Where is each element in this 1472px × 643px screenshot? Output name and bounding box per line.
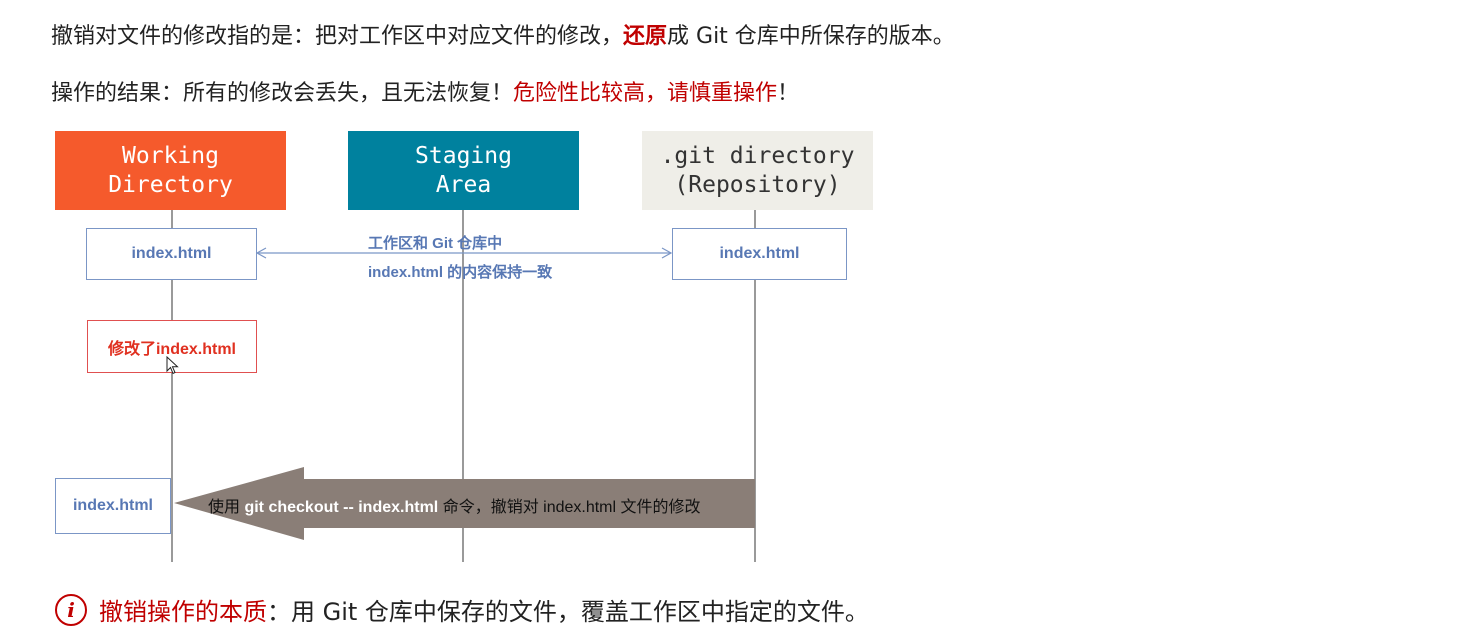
staging-area-label: Staging Area xyxy=(415,142,512,198)
repository-label: .git directory (Repository) xyxy=(660,142,855,198)
restored-file-label: index.html xyxy=(72,497,153,514)
modified-file-label: 修改了index.html xyxy=(107,340,236,358)
danger-warning: 危险性比较高，请慎重操作 xyxy=(513,81,778,106)
checkout-command: git checkout -- index.html xyxy=(244,499,439,516)
intro-line-1-prefix: 撤销对文件的修改指的是：把对工作区中对应文件的修改， xyxy=(51,24,624,49)
intro-line-2: 操作的结果：所有的修改会丢失，且无法恢复！危险性比较高，请慎重操作！ xyxy=(51,75,799,107)
working-file-label: index.html xyxy=(131,245,212,262)
staging-area-header: Staging Area xyxy=(348,131,579,210)
working-file-box: index.html xyxy=(86,228,257,280)
info-icon: i xyxy=(55,593,87,626)
intro-line-1-suffix: 成 Git 仓库中所保存的版本。 xyxy=(667,24,955,49)
summary-label: 撤销操作的本质 xyxy=(99,598,267,626)
sync-note-line-2: index.html 的内容保持一致 xyxy=(368,264,553,281)
working-directory-label: Working Directory xyxy=(108,142,233,198)
intro-line-1: 撤销对文件的修改指的是：把对工作区中对应文件的修改，还原成 Git 仓库中所保存… xyxy=(51,18,955,50)
mouse-cursor-icon xyxy=(166,356,179,375)
repository-lifeline xyxy=(754,210,756,562)
intro-highlight: 还原 xyxy=(623,24,668,49)
working-directory-lifeline xyxy=(171,210,173,562)
summary-text: ：用 Git 仓库中保存的文件，覆盖工作区中指定的文件。 xyxy=(267,598,869,626)
modified-file-box: 修改了index.html xyxy=(87,320,257,373)
checkout-instruction: 使用 git checkout -- index.html 命令，撤销对 ind… xyxy=(208,493,701,517)
intro-line-2-suffix: ！ xyxy=(777,81,800,106)
repository-file-box: index.html xyxy=(672,228,847,280)
summary: i 撤销操作的本质：用 Git 仓库中保存的文件，覆盖工作区中指定的文件。 xyxy=(55,592,869,627)
sync-note-line-1: 工作区和 Git 仓库中 xyxy=(368,235,503,252)
checkout-suffix: 命令，撤销对 index.html 文件的修改 xyxy=(438,499,701,516)
repository-file-label: index.html xyxy=(719,245,800,262)
checkout-prefix: 使用 xyxy=(208,499,245,516)
restored-file-box: index.html xyxy=(55,478,171,534)
working-directory-header: Working Directory xyxy=(55,131,286,210)
staging-area-lifeline xyxy=(462,210,464,562)
repository-header: .git directory (Repository) xyxy=(642,131,873,210)
intro-line-2-prefix: 操作的结果：所有的修改会丢失，且无法恢复！ xyxy=(51,81,514,106)
